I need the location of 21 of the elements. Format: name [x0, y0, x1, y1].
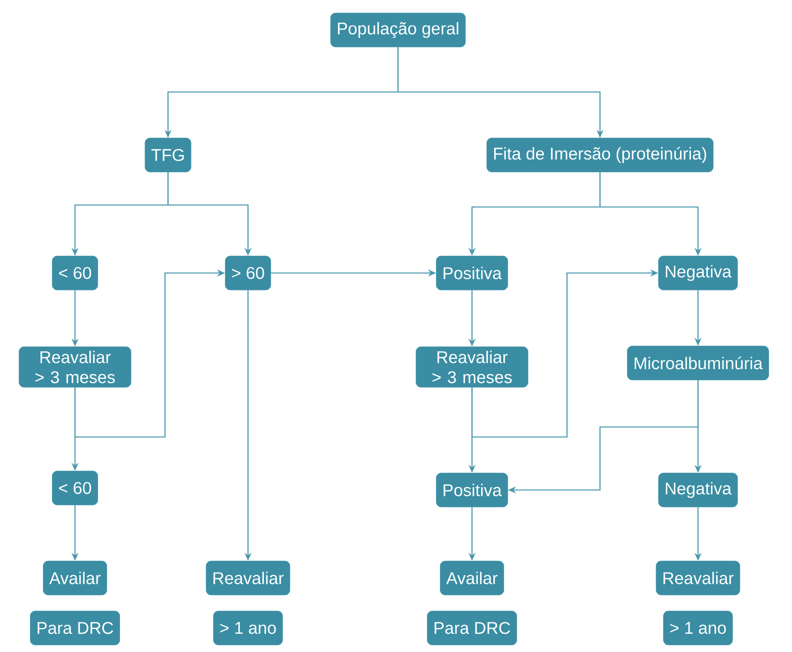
- process-box: Reavaliar: [656, 560, 740, 596]
- process-box: Reavaliar > 3 meses: [18, 346, 132, 388]
- process-box: Availar: [42, 560, 108, 596]
- process-box: < 60: [52, 256, 98, 290]
- process-box: Reavaliar: [206, 560, 290, 596]
- process-box: Positiva: [436, 256, 508, 290]
- process-box: > 1 ano: [663, 610, 733, 646]
- process-box: Fita de Imersão (proteinúria): [486, 138, 714, 172]
- process-box: Reavaliar > 3 meses: [416, 346, 528, 388]
- process-box: < 60: [52, 470, 98, 506]
- process-box: Negativa: [658, 472, 738, 508]
- process-box: Microalbuminúria: [627, 346, 769, 380]
- process-box: Para DRC: [30, 610, 120, 646]
- process-box: Para DRC: [427, 610, 517, 646]
- process-box: > 1 ano: [213, 610, 283, 646]
- process-box: Negativa: [658, 256, 738, 290]
- process-box: TFG: [144, 138, 192, 172]
- process-box: > 60: [225, 256, 271, 290]
- process-box: Positiva: [436, 472, 508, 508]
- process-box: População geral: [330, 12, 466, 48]
- process-box: Availar: [440, 560, 504, 596]
